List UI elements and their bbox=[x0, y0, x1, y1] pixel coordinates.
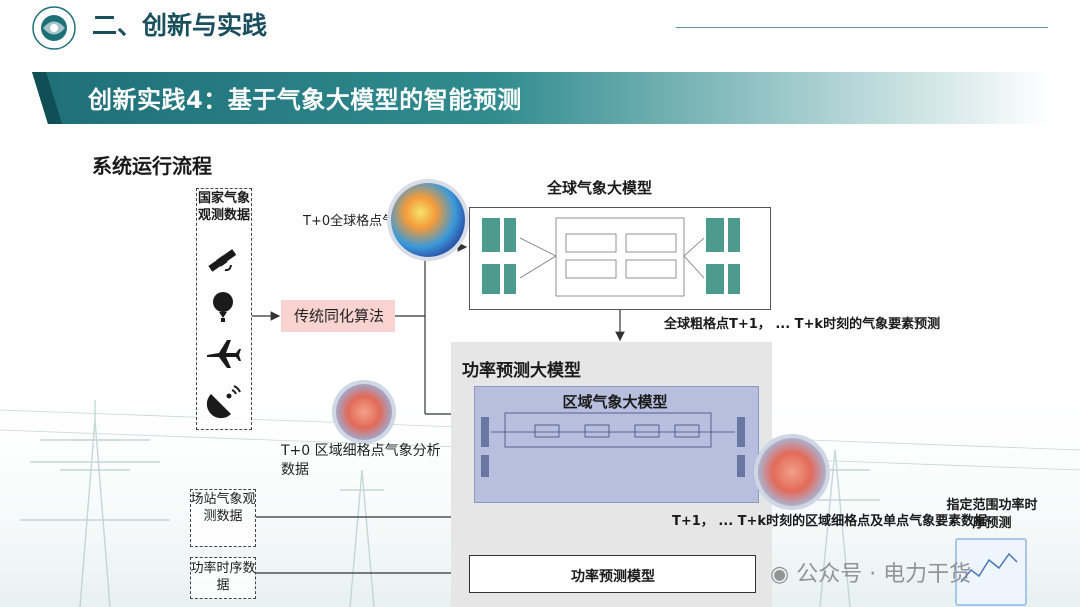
global-globe-image bbox=[391, 183, 465, 257]
regional-analysis-label: T+0 区域细格点气象分析数据 bbox=[281, 443, 441, 478]
final-output-label: 指定范围功率时序预测 bbox=[946, 498, 1038, 531]
assimilation-label: 传统同化算法 bbox=[293, 307, 384, 325]
power-series-box bbox=[190, 557, 256, 599]
watermark-text: 公众号 · 电力干货 bbox=[796, 562, 972, 587]
company-logo bbox=[32, 6, 76, 50]
banner-title: 创新实践4：基于气象大模型的智能预测 bbox=[88, 86, 522, 114]
weather-balloon-icon bbox=[213, 292, 233, 322]
global-model-architecture bbox=[482, 217, 740, 297]
watermark: ◉ 公众号 · 电力干货 bbox=[770, 556, 971, 588]
global-model-title: 全球气象大模型 bbox=[547, 179, 653, 197]
airplane-icon bbox=[207, 340, 241, 368]
global-model-diagram bbox=[469, 207, 771, 310]
radar-dish-icon bbox=[206, 385, 241, 419]
satellite-icon bbox=[208, 249, 237, 272]
observation-sources-label: 国家气象观测数据 bbox=[197, 191, 250, 223]
regional-forecast-label: T+1， ... T+k时刻的区域细格点及单点气象要素数据 bbox=[672, 514, 988, 529]
assimilation-box bbox=[281, 300, 395, 332]
regional-model-title: 区域气象大模型 bbox=[562, 393, 668, 411]
regional-model-architecture bbox=[481, 412, 745, 477]
station-data-label: 场站气象观测数据 bbox=[190, 492, 256, 524]
power-big-model-title: 功率预测大模型 bbox=[462, 361, 581, 381]
power-series-label: 功率时序数据 bbox=[190, 561, 256, 593]
header-title: 二、创新与实践 bbox=[92, 11, 268, 40]
power-model-box bbox=[469, 555, 756, 593]
time-series-chart-icon bbox=[960, 552, 1018, 583]
global-forecast-label: 全球粗格点T+1， ... T+k时刻的气象要素预测 bbox=[664, 317, 941, 332]
regional-forecast-image bbox=[758, 438, 826, 506]
regional-analysis-image bbox=[336, 384, 392, 440]
station-data-box bbox=[190, 489, 256, 547]
power-model-label: 功率预测模型 bbox=[571, 569, 655, 585]
section-title: 系统运行流程 bbox=[92, 154, 212, 178]
wechat-icon: ◉ bbox=[770, 562, 790, 587]
regional-model-diagram bbox=[474, 386, 759, 503]
final-output-chart bbox=[955, 538, 1027, 606]
title-banner bbox=[32, 72, 1050, 124]
header-divider bbox=[676, 27, 1048, 28]
